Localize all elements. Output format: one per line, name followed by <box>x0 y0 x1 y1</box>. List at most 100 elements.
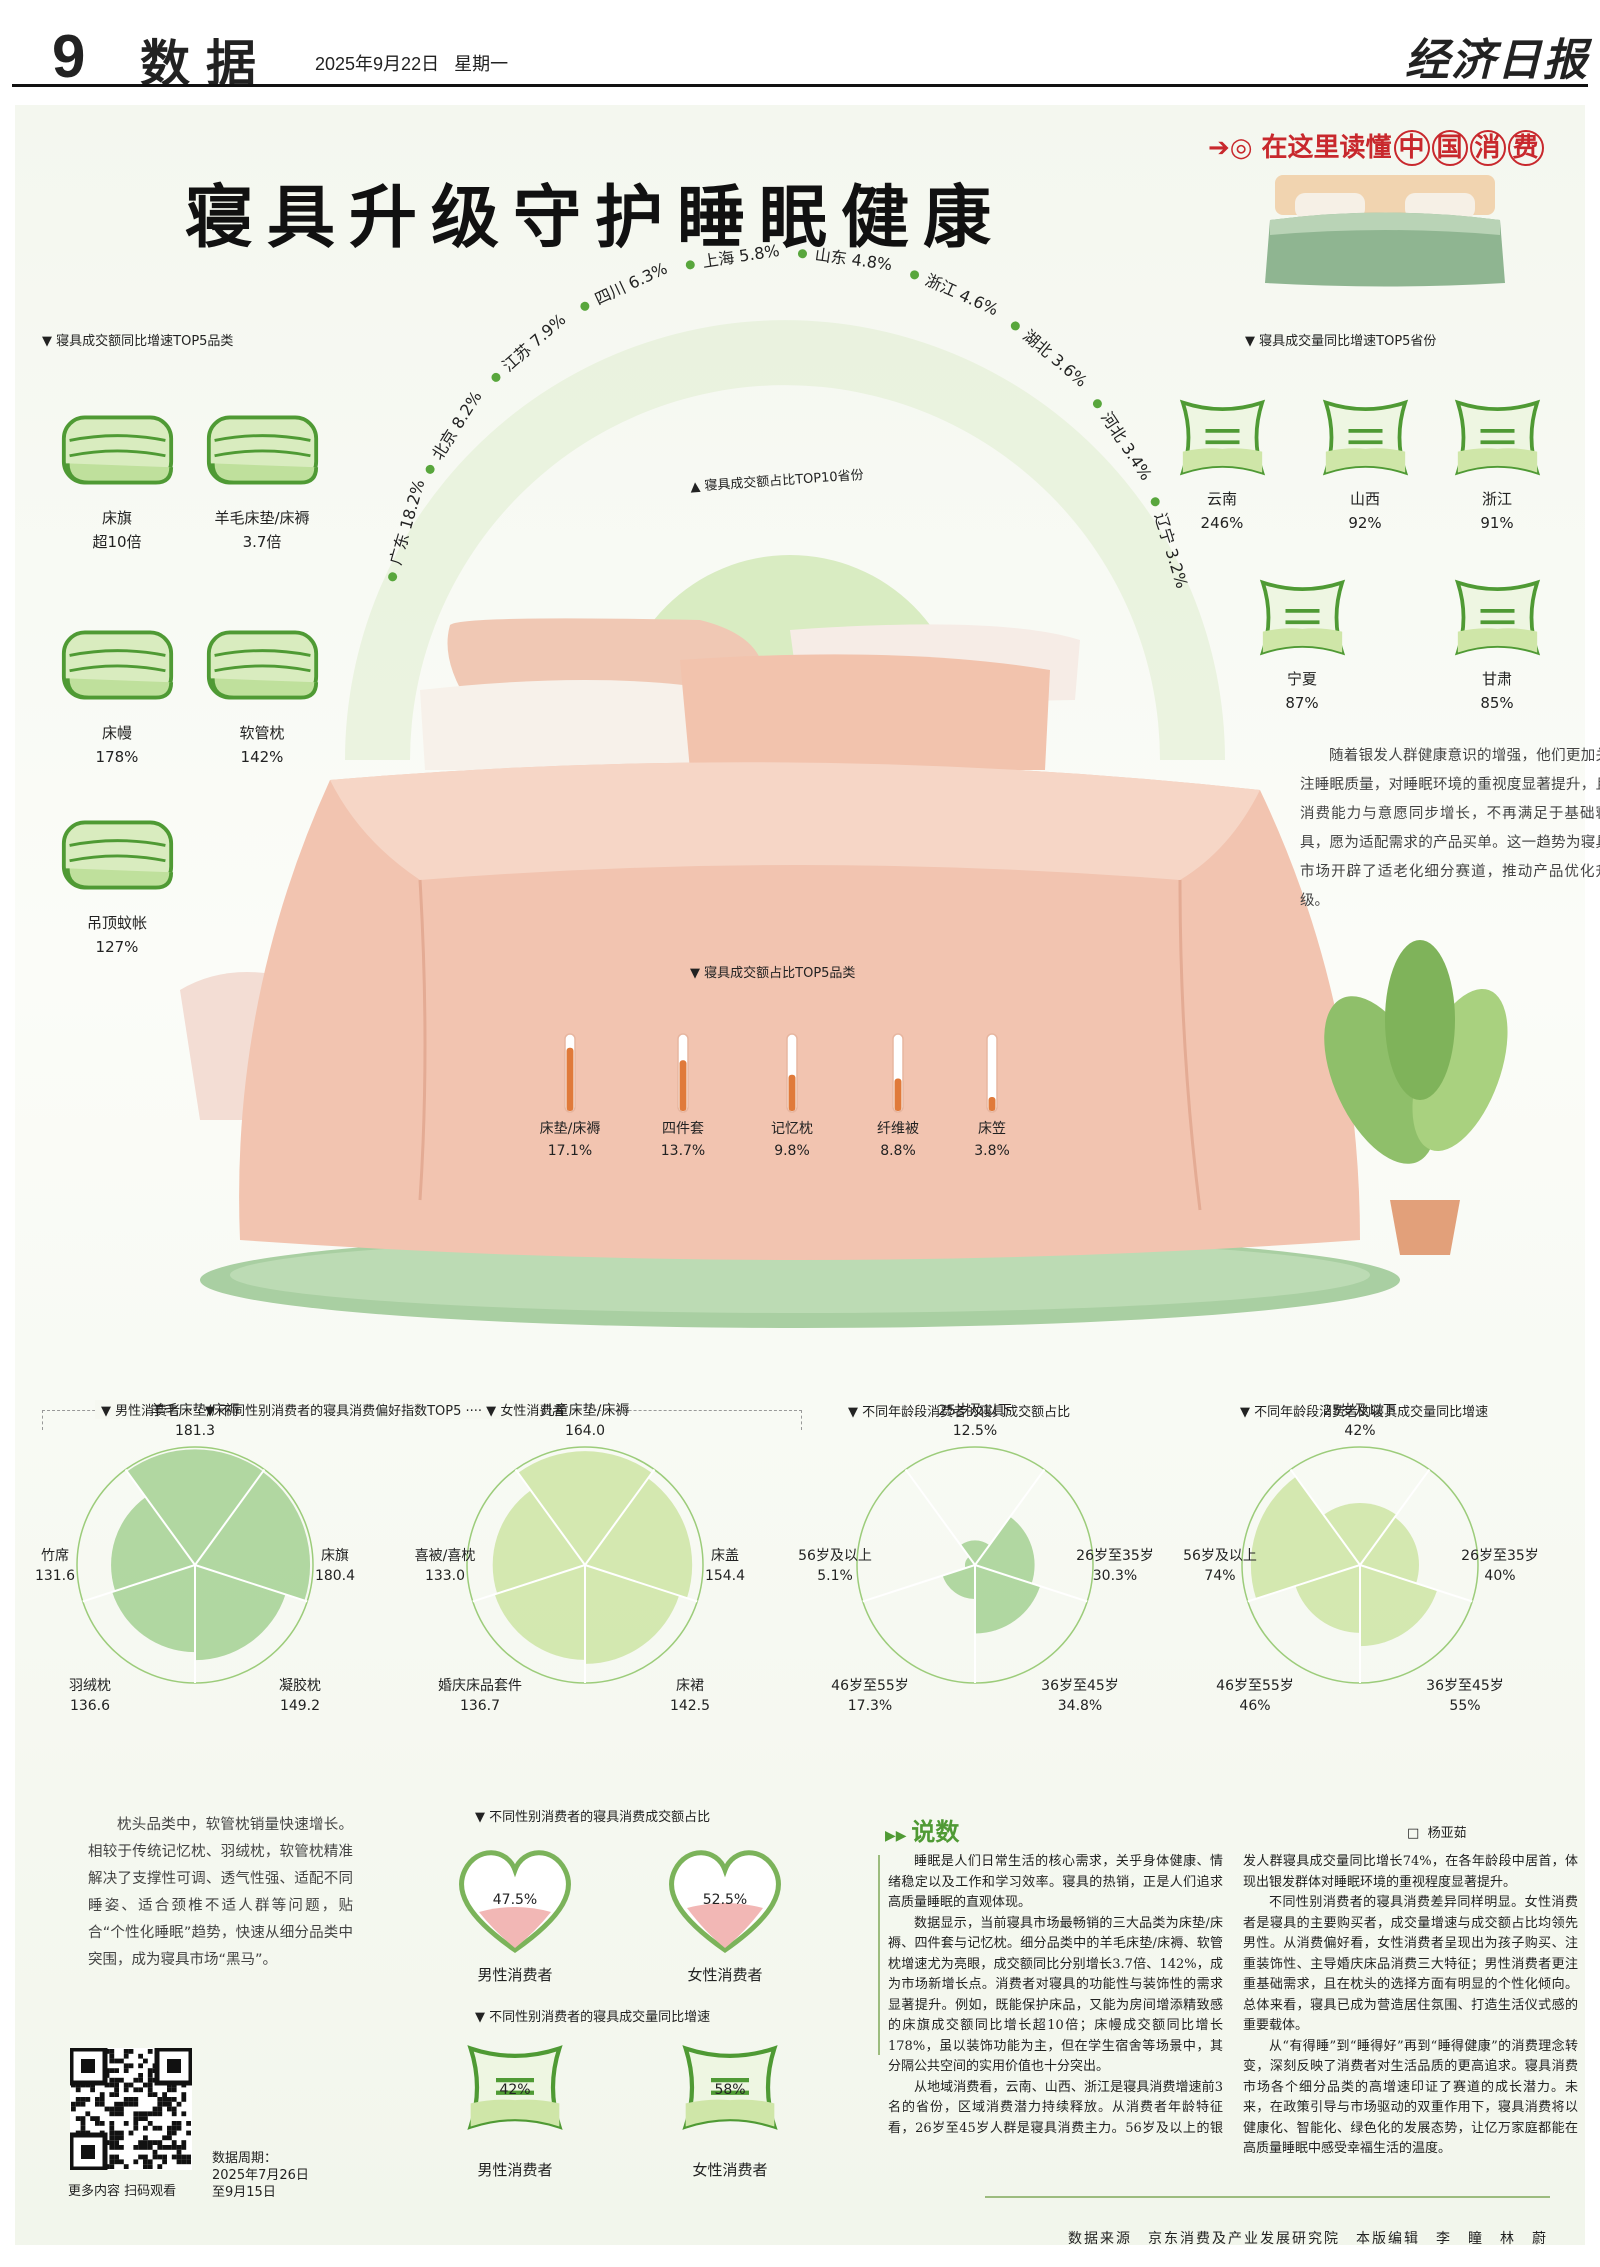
qr-module <box>138 2073 143 2078</box>
qr-module <box>147 2159 153 2165</box>
qr-module <box>90 2087 95 2093</box>
gender-growth-heading: 不同性别消费者的寝具成交量同比增速 <box>475 2006 710 2025</box>
qr-module <box>147 2092 153 2097</box>
qr-module <box>162 2097 167 2102</box>
qr-module <box>133 2116 139 2121</box>
article-paragraph: 数据显示，当前寝具市场最畅销的三大品类为床垫/床褥、四件套与记忆枕。细分品类中的… <box>888 1915 1223 2075</box>
value: 142.5 <box>669 1698 711 1714</box>
tagline: ➔◎ 在这里读懂中国消费 <box>1208 127 1544 166</box>
qr-module <box>123 2049 129 2054</box>
qr-module <box>162 2135 167 2141</box>
qr-module <box>171 2145 177 2150</box>
value: 136.6 <box>69 1698 111 1714</box>
category-share-heading: 寝具成交额占比TOP5品类 <box>690 962 855 981</box>
qr-module <box>138 2053 143 2059</box>
qr-module <box>171 2130 177 2136</box>
qr-module <box>123 2053 129 2059</box>
qr-code[interactable] <box>70 2048 192 2170</box>
category: 36岁至45岁 <box>1041 1678 1119 1694</box>
qr-module <box>109 2053 115 2059</box>
female-heart <box>669 1850 781 1954</box>
small-bed-illustration <box>1265 175 1505 287</box>
item-name: 床旗 <box>101 509 132 527</box>
qr-module <box>147 2087 153 2093</box>
newspaper-logo: 经济日报 <box>1405 35 1589 86</box>
qr-module <box>114 2159 119 2165</box>
polar-chart <box>466 1446 704 1684</box>
value: 133.0 <box>424 1568 466 1584</box>
value: 131.6 <box>34 1568 76 1584</box>
polar-sector <box>1323 1503 1397 1565</box>
qr-module <box>186 2130 191 2136</box>
pillow-icon <box>1180 400 1265 475</box>
bed-scene <box>180 320 1508 1328</box>
age-share-heading: 不同年龄段消费者的寝具成交额占比 <box>848 1401 1070 1420</box>
editor-label: 本版编辑 <box>1356 2231 1420 2247</box>
qr-module <box>138 2077 143 2083</box>
qr-module <box>123 2101 129 2107</box>
qr-module <box>143 2111 148 2117</box>
spoke <box>472 1564 586 1603</box>
qr-module <box>171 2111 177 2117</box>
category-growth-heading: 寝具成交额同比增速TOP5品类 <box>42 330 233 349</box>
male-share-label: 男性消费者 <box>477 1966 553 1984</box>
qr-module <box>143 2125 148 2131</box>
qr-module <box>109 2092 115 2097</box>
value: 46% <box>1239 1698 1271 1714</box>
qr-module <box>85 2097 91 2102</box>
qr-module <box>123 2121 129 2126</box>
item-value: 92% <box>1348 514 1382 532</box>
data-period: 数据周期：2025年7月26日至9月15日 <box>212 2150 309 2201</box>
polar-sector <box>492 1490 585 1594</box>
qr-module <box>128 2101 134 2107</box>
qr-module <box>133 2101 139 2107</box>
qr-module <box>147 2121 153 2126</box>
qr-module <box>109 2111 115 2117</box>
category: 凝胶枕 <box>279 1678 321 1694</box>
qr-module <box>181 2145 187 2150</box>
blanket-icon <box>206 415 319 485</box>
male-growth-value: 42% <box>499 2082 531 2098</box>
qr-module <box>157 2111 163 2117</box>
spoke <box>1289 1468 1361 1566</box>
pillow-paragraph: 枕头品类中，软管枕销量快速增长。相较于传统记忆枕、羽绒枕，软管枕精准解决了支撑性… <box>88 1817 353 1968</box>
polar-sector <box>494 1565 585 1660</box>
qr-module <box>80 2121 86 2126</box>
qr-module <box>171 2125 177 2131</box>
qr-module <box>157 2145 163 2150</box>
qr-module <box>152 2154 158 2160</box>
qr-module <box>157 2106 163 2112</box>
male-heart <box>459 1850 571 1954</box>
qr-module <box>133 2121 139 2126</box>
qr-module <box>119 2159 124 2165</box>
thermometer-fill <box>788 1074 796 1111</box>
polar-sector <box>518 1451 652 1565</box>
item-name: 羊毛床垫/床褥 <box>214 509 310 527</box>
qr-module <box>143 2082 148 2088</box>
qr-module <box>157 2164 163 2169</box>
qr-module <box>119 2106 124 2112</box>
qr-module <box>171 2121 177 2126</box>
qr-module <box>114 2092 119 2097</box>
item-value: 17.1% <box>547 1143 593 1159</box>
qr-module <box>80 2116 86 2121</box>
female-growth-label: 女性消费者 <box>692 2161 768 2179</box>
source: 京东消费及产业发展研究院 <box>1148 2231 1340 2247</box>
item-name: 记忆枕 <box>771 1121 813 1137</box>
dot-marker <box>1091 397 1104 411</box>
qr-module <box>128 2063 134 2069</box>
value: 5.1% <box>817 1568 853 1584</box>
qr-module <box>157 2125 163 2131</box>
category: 床裙 <box>676 1678 704 1694</box>
polar-sector <box>585 1565 680 1664</box>
qr-module <box>119 2111 124 2117</box>
qr-module <box>128 2082 134 2088</box>
qr-module <box>119 2130 124 2136</box>
page-number: 9 <box>52 23 86 90</box>
qr-module <box>99 2121 105 2126</box>
